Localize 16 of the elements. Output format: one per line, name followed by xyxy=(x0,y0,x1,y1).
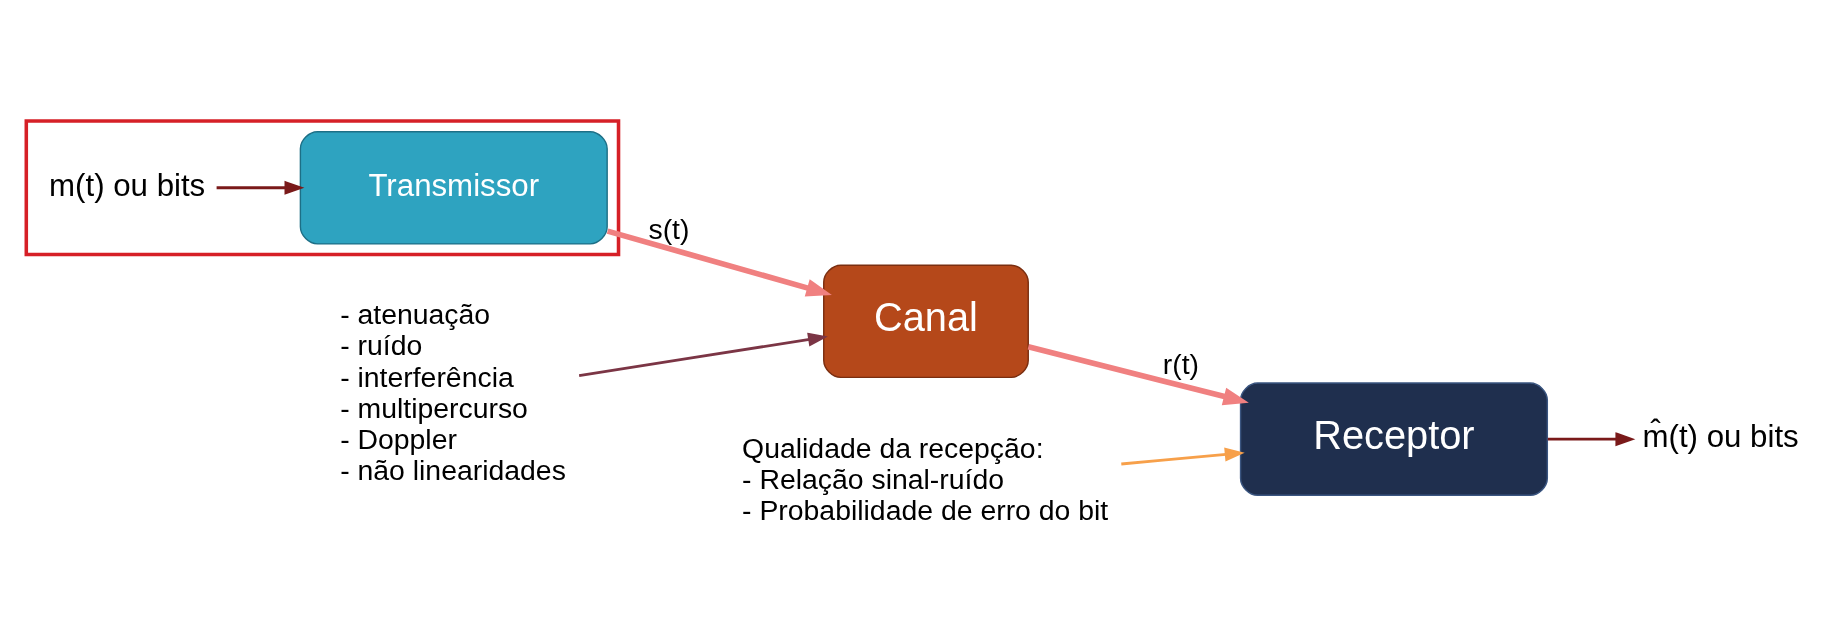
edge-label: r(t) xyxy=(1162,347,1200,380)
node-text: - atenuação - ruído - interferência - multipercurso - Doppler - não linearidades xyxy=(340,297,566,486)
node-box: Transmissor xyxy=(299,130,608,245)
node-box: Canal xyxy=(823,264,1029,378)
node-text: m̂(t) ou bits xyxy=(1642,418,1799,454)
node-text: m(t) ou bits xyxy=(49,167,206,203)
arrow xyxy=(1547,431,1636,446)
arrow xyxy=(578,332,828,377)
node-text: Qualidade da recepção: - Relação sinal-ruído - Probabilidade de erro do bit xyxy=(742,431,1109,526)
edge-label: s(t) xyxy=(648,212,690,245)
arrow xyxy=(1027,343,1249,405)
arrow xyxy=(216,180,305,195)
cluster xyxy=(24,118,621,256)
arrow xyxy=(606,227,832,297)
arrow xyxy=(1121,447,1245,465)
node-box: Receptor xyxy=(1239,381,1549,496)
